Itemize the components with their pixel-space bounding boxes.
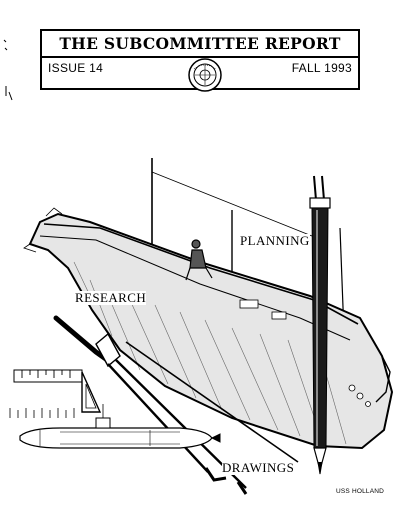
submarine-hull <box>23 207 394 450</box>
pencil-icon <box>309 175 331 475</box>
submarine-profile-drawing <box>19 404 221 449</box>
masthead-title: THE SUBCOMMITTEE REPORT <box>59 34 341 53</box>
label-research: RESEARCH <box>75 290 147 305</box>
seal-emblem-icon <box>188 58 222 92</box>
issue-season: FALL 1993 <box>291 61 352 75</box>
ruler-icon <box>9 369 83 418</box>
issue-number: ISSUE 14 <box>48 61 104 75</box>
label-planning: PLANNING <box>240 233 310 248</box>
illustration-caption: USS HOLLAND <box>336 488 385 495</box>
triangle-icon <box>81 371 102 413</box>
masthead-divider <box>42 56 358 58</box>
label-drawings: DRAWINGS <box>222 460 295 475</box>
margin-marks <box>3 39 13 101</box>
